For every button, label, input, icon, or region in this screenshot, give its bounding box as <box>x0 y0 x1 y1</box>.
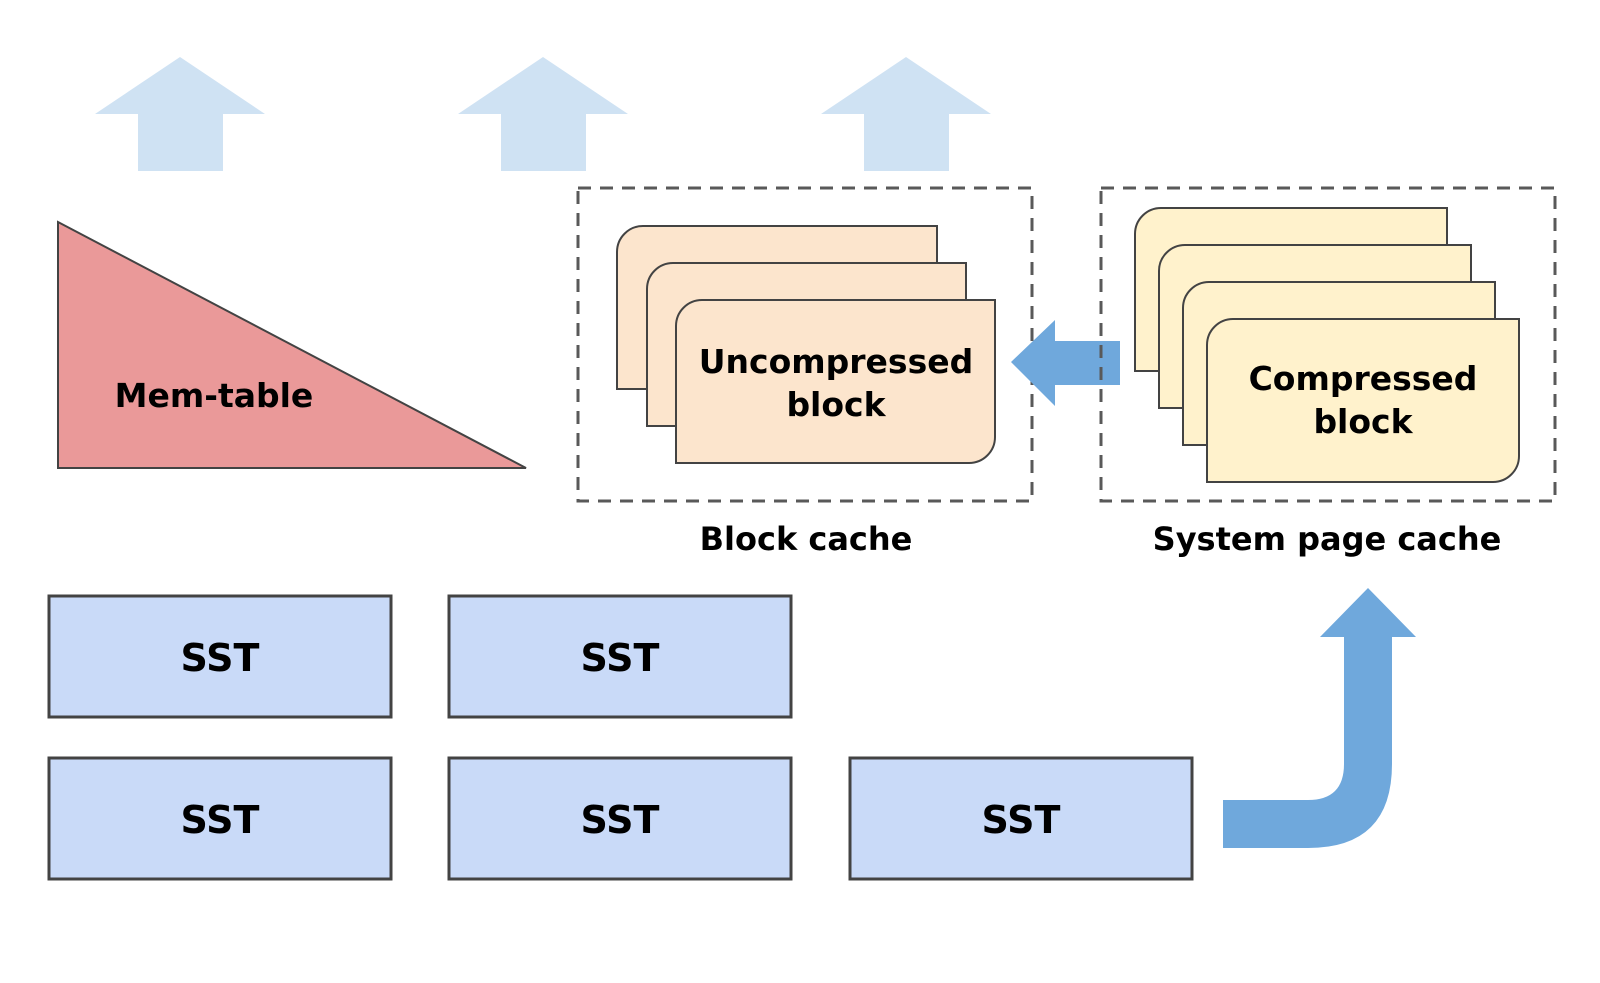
sst-box <box>47 594 393 719</box>
faint-up-arrow-1-icon <box>95 57 265 171</box>
page-cache-border <box>1099 186 1557 503</box>
memtable-label: Mem-table <box>115 376 314 415</box>
memtable-shape <box>57 220 527 469</box>
sst-label: SST <box>181 636 260 680</box>
sst-label: SST <box>581 798 660 842</box>
left-arrow-icon <box>1011 320 1120 406</box>
faint-up-arrow-3-icon <box>821 57 991 171</box>
sst-box <box>447 756 793 881</box>
sst-label: SST <box>181 798 260 842</box>
faint-up-arrow-2-icon <box>458 57 628 171</box>
block-cache-border <box>576 186 1034 503</box>
sst-box <box>848 756 1194 881</box>
uncompressed-block-front <box>675 299 996 464</box>
sst-files: SST SST SST SST SST <box>47 594 1194 881</box>
compressed-block-label-line1: Compressed <box>1249 359 1478 398</box>
sst-row-1: SST SST <box>47 594 793 719</box>
sst-box <box>447 594 793 719</box>
sst-row-2: SST SST SST <box>47 756 1194 881</box>
faint-up-arrows <box>95 57 991 171</box>
uncompressed-block-label-line1: Uncompressed <box>699 342 973 381</box>
memtable: Mem-table <box>57 220 527 469</box>
uncompressed-block-label-line2: block <box>786 385 886 424</box>
block-cache: Uncompressed block Block cache <box>576 186 1034 558</box>
system-page-cache: Compressed block System page cache <box>1099 186 1557 558</box>
curved-up-arrow-icon <box>1223 588 1416 848</box>
compressed-block-label-line2: block <box>1313 402 1413 441</box>
sst-label: SST <box>982 798 1061 842</box>
sst-label: SST <box>581 636 660 680</box>
block-cache-caption: Block cache <box>700 520 913 558</box>
compressed-block-front <box>1206 318 1520 483</box>
page-cache-caption: System page cache <box>1153 520 1502 558</box>
sst-box <box>47 756 393 881</box>
